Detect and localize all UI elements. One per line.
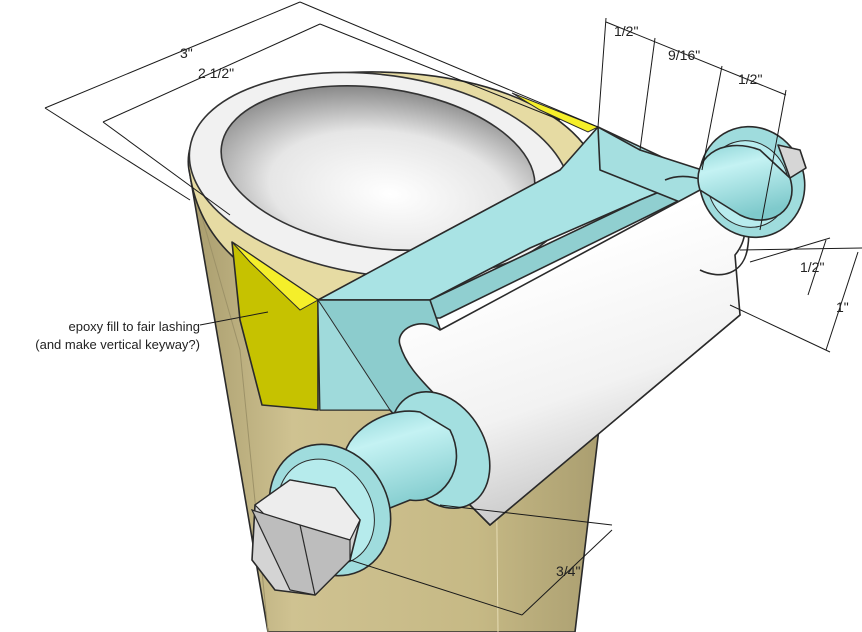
dim-gap-c: 1/2" [738,71,762,87]
dim-gap-a: 1/2" [614,23,638,39]
epoxy-fill [231,92,600,411]
dim-outer-width: 3" [180,45,193,61]
epoxy-note: epoxy fill to fair lashing (and make ver… [35,319,200,352]
dimension-labels: 3" 2 1/2" 1/2" 9/16" 1/2" 1/2" 1" 3/4" [180,23,849,579]
dim-bolt-offset: 3/4" [556,563,580,579]
dim-roller-height: 1" [836,299,849,315]
hex-bolt-head [250,479,361,596]
dim-roller-radius: 1/2" [800,259,824,275]
dim-gap-b: 9/16" [668,47,700,63]
dimension-lines [44,1,862,616]
near-bolt [250,390,491,596]
note-line-2: (and make vertical keyway?) [35,337,200,352]
dim-inner-width: 2 1/2" [198,65,234,81]
note-line-1: epoxy fill to fair lashing [68,319,200,334]
far-bolt [697,125,807,239]
far-bolt-tip [777,144,807,179]
